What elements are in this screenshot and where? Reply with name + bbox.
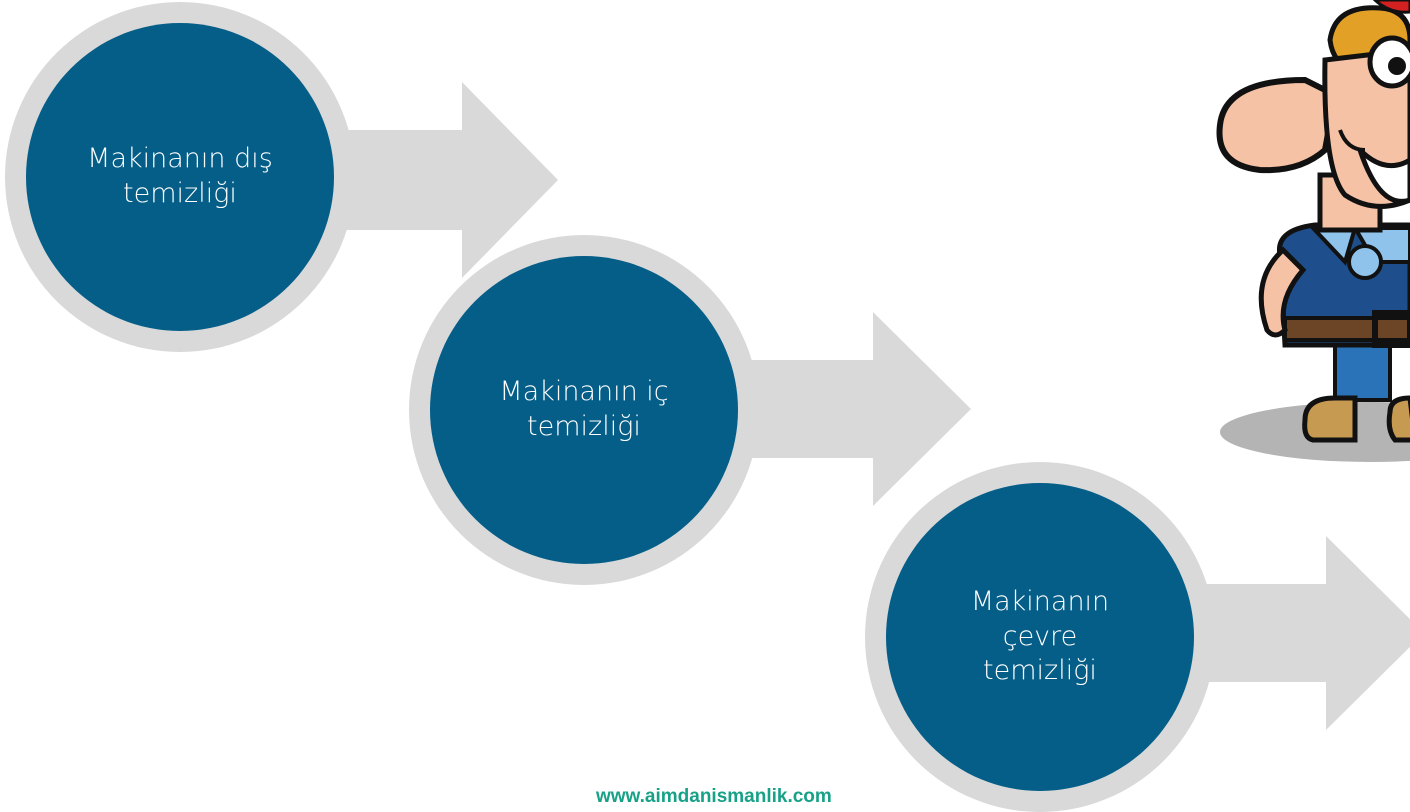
arrow-step-2 (715, 312, 971, 506)
step-3-circle: Makinanın çevre temizliği (886, 483, 1194, 791)
step-2-circle: Makinanın iç temizliği (430, 256, 738, 564)
footer-website-url[interactable]: www.aimdanismanlik.com (596, 786, 832, 807)
step-2-label: Makinanın iç temizliği (499, 376, 669, 442)
arrow-step-1 (300, 82, 558, 278)
step-1-circle: Makinanın dış temizliği (26, 23, 334, 331)
cartoon-worker-icon (1205, 0, 1410, 470)
arrow-step-3 (1160, 536, 1410, 730)
step-1-label: Makinanın dış temizliği (87, 143, 273, 209)
step-3-label: Makinanın çevre temizliği (970, 586, 1110, 687)
